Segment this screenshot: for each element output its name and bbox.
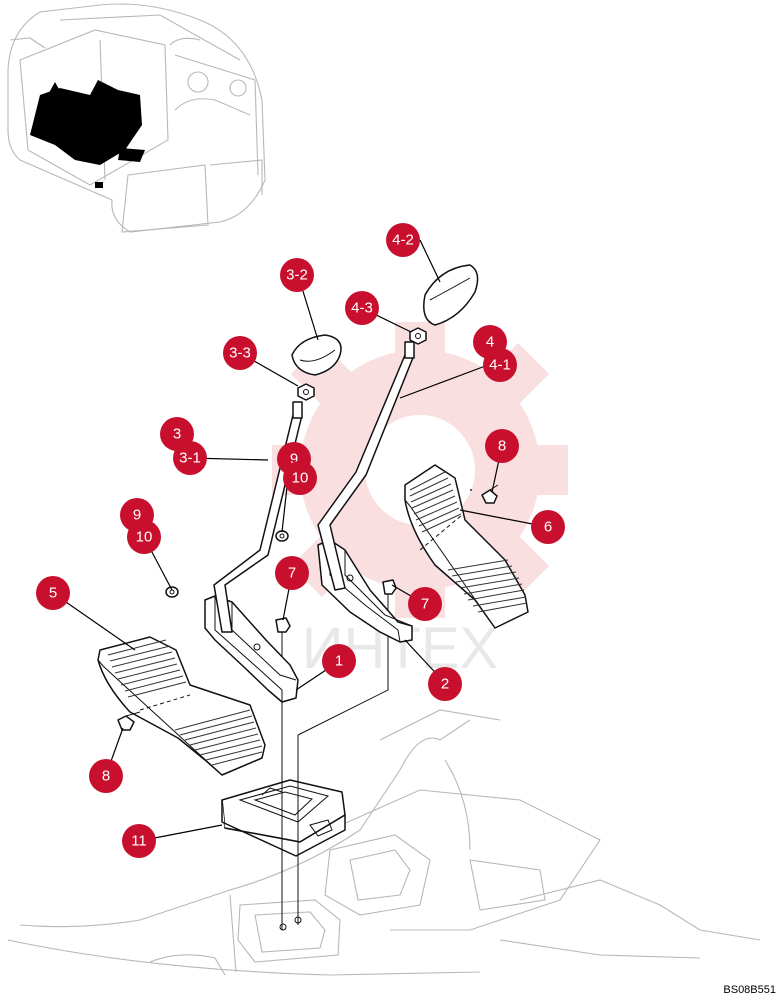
svg-text:9: 9: [133, 507, 141, 524]
part-11-floor-boot: [221, 779, 346, 857]
svg-text:6: 6: [544, 519, 552, 536]
callout-2: 2: [428, 667, 462, 701]
callout-10-right: 10: [283, 461, 317, 495]
svg-text:10: 10: [292, 470, 309, 487]
part-2-right-bracket: [317, 539, 413, 643]
part-7-bolt-left: [275, 617, 291, 642]
svg-text:8: 8: [498, 438, 506, 455]
svg-text:3-1: 3-1: [179, 450, 201, 467]
callout-1: 1: [322, 644, 356, 678]
callout-3-3: 3-3: [223, 336, 257, 370]
svg-text:4: 4: [486, 334, 494, 351]
part-10-washer-left: [165, 586, 179, 598]
svg-text:7: 7: [421, 596, 429, 613]
svg-text:4-1: 4-1: [489, 357, 511, 374]
part-6-right-pedal: [404, 464, 529, 629]
excavator-cab-thumbnail: [7, 3, 266, 233]
callout-4-3: 4-3: [345, 291, 379, 325]
callout-3-1: 3-1: [173, 441, 207, 475]
svg-text:3: 3: [173, 426, 181, 443]
svg-text:4-3: 4-3: [351, 300, 373, 317]
svg-text:3-2: 3-2: [286, 267, 308, 284]
svg-text:4-2: 4-2: [392, 232, 414, 249]
svg-text:7: 7: [288, 565, 296, 582]
part-8-bolt-right: [481, 484, 499, 504]
drawing-code-label: BS08B551: [723, 984, 776, 996]
svg-text:11: 11: [131, 833, 147, 850]
part-4-2-right-grip: [423, 264, 479, 326]
callout-6: 6: [531, 510, 565, 544]
part-10-washer-right: [275, 530, 289, 542]
callout-11: 11: [122, 824, 156, 858]
svg-text:3-3: 3-3: [229, 345, 251, 362]
callout-3-2: 3-2: [280, 258, 314, 292]
callout-5: 5: [36, 576, 70, 610]
svg-text:2: 2: [441, 676, 449, 693]
callout-4-2: 4-2: [386, 223, 420, 257]
svg-text:8: 8: [102, 768, 110, 785]
part-3-3-nut: [297, 383, 315, 401]
callout-7-left: 7: [275, 556, 309, 590]
part-3-1-left-lever-rod: [213, 401, 303, 633]
svg-text:10: 10: [136, 529, 153, 546]
svg-text:1: 1: [335, 653, 343, 670]
part-4-3-nut: [409, 327, 427, 345]
callout-7-right: 7: [408, 587, 442, 621]
callout-10-left: 10: [127, 520, 161, 554]
part-4-1-right-lever-rod: [317, 341, 415, 591]
part-8-bolt-left: [117, 711, 141, 731]
svg-text:5: 5: [49, 585, 57, 602]
callout-8-right: 8: [485, 429, 519, 463]
part-7-bolt-right: [382, 579, 397, 602]
svg-text:9: 9: [290, 451, 298, 468]
part-5-left-pedal: [97, 636, 266, 776]
callout-4-1: 4-1: [483, 348, 517, 382]
callout-8-left: 8: [89, 759, 123, 793]
part-3-2-left-grip: [291, 334, 342, 376]
floor-plate-outline: [7, 709, 761, 976]
